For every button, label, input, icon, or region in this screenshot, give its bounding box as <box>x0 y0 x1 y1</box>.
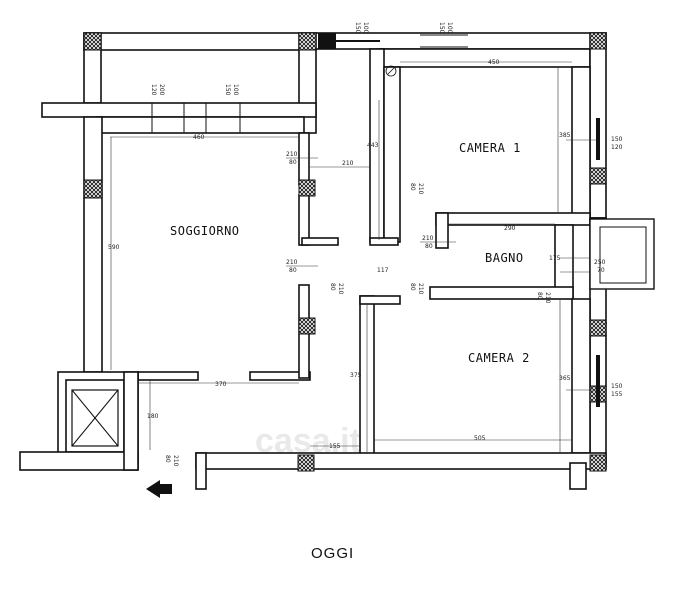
dim-entry-80: 80 <box>164 455 171 463</box>
dim-liv-height: 590 <box>108 244 120 251</box>
wall-bagno-left <box>435 212 449 249</box>
dim-liv-window-200: 200 <box>158 84 165 96</box>
wall-stub-1 <box>301 237 339 246</box>
room-label-camera2: CAMERA 2 <box>468 351 530 365</box>
wall-living-top <box>41 102 317 118</box>
dim-cam2-365: 365 <box>559 375 571 382</box>
dim-liv-window2-100: 100 <box>232 84 239 96</box>
wall-camera2-left-top <box>359 295 401 305</box>
wall-corridor-right <box>383 66 401 243</box>
chimney-block <box>318 33 336 49</box>
room-label-camera1: CAMERA 1 <box>459 141 521 155</box>
wall-bottom-right-step <box>569 462 587 490</box>
wall-camera1-right-inner <box>571 66 591 219</box>
structural-columns <box>83 32 607 472</box>
wall-bottom-left-step <box>195 452 207 490</box>
wall-hall-top-b <box>249 371 311 381</box>
dim-v-210-a: 210 <box>337 283 344 295</box>
dim-cam2-505: 505 <box>474 435 486 442</box>
room-label-bagno: BAGNO <box>485 251 524 265</box>
plan-caption: OGGI <box>311 545 354 562</box>
windows <box>151 34 655 407</box>
dim-v-80-a: 80 <box>329 283 336 291</box>
entry-arrow-icon <box>146 480 172 498</box>
dim-door-210-c: 210 <box>342 160 354 167</box>
dim-top-window2-100: 100 <box>446 22 453 34</box>
dim-top-window-100: 100 <box>362 22 369 34</box>
wall-bagno-top <box>435 212 591 226</box>
elevator-shaft <box>71 389 119 447</box>
dim-v-210-b: 210 <box>417 283 424 295</box>
wall-hall-top <box>137 371 199 381</box>
dim-c-155: 155 <box>329 443 341 450</box>
dim-cam1-win-120: 120 <box>611 144 623 151</box>
dim-top-window2-150: 150 <box>438 22 445 34</box>
dim-corr-443: 443 <box>367 142 379 149</box>
dim-bagno-win-70: 70 <box>597 267 605 274</box>
dim-cam1-door-80: 80 <box>409 183 416 191</box>
dim-liv-window-120: 120 <box>150 84 157 96</box>
dim-v-80-b: 80 <box>409 283 416 291</box>
dim-liv-width: 460 <box>193 134 205 141</box>
wall-camera1-top-inner <box>379 48 591 68</box>
wall-landing <box>19 451 139 471</box>
dim-door-210-a: 210 <box>286 151 298 158</box>
wall-soggiorno-right-a <box>298 132 310 186</box>
dim-cam2-win-150: 150 <box>611 383 623 390</box>
dim-door-80-b: 80 <box>289 267 297 274</box>
wall-stub-2 <box>369 237 399 246</box>
dim-v-210-c: 210 <box>544 292 551 304</box>
door-swing-circle <box>385 65 397 77</box>
dim-entry-210: 210 <box>172 455 179 467</box>
dimension-lines <box>110 61 596 453</box>
dim-cam1-width: 450 <box>488 59 500 66</box>
dim-bagno-door-80: 80 <box>425 243 433 250</box>
dim-hall-180: 180 <box>147 413 159 420</box>
dim-v-80-c: 80 <box>536 292 543 300</box>
dimension-texts: 150 100 150 100 120 200 150 100 450 385 … <box>108 22 623 467</box>
dim-liv-window2-150: 150 <box>224 84 231 96</box>
dim-bagno-175: 175 <box>549 255 561 262</box>
dim-top-window-150: 150 <box>354 22 361 34</box>
dim-bagno-win-250: 250 <box>594 259 606 266</box>
wall-bottom <box>195 452 607 470</box>
wall-living-left <box>83 116 103 373</box>
wall-stair-right <box>123 371 139 471</box>
dim-door-210-b: 210 <box>286 259 298 266</box>
wall-stair-inner <box>65 379 125 453</box>
dim-cam2-win-155: 155 <box>611 391 623 398</box>
dim-bagno-290: 290 <box>504 225 516 232</box>
dim-corr-117: 117 <box>377 267 389 274</box>
dim-cam1-win-150: 150 <box>611 136 623 143</box>
dim-cam1-door-210: 210 <box>417 183 424 195</box>
dim-hall-370: 370 <box>215 381 227 388</box>
dim-bagno-door-210: 210 <box>422 235 434 242</box>
wall-living-top-inner <box>96 116 305 134</box>
dim-door-80-a: 80 <box>289 159 297 166</box>
wall-camera2-right-inner <box>571 298 591 454</box>
wall-bagno-bottom <box>429 286 574 300</box>
room-label-soggiorno: SOGGIORNO <box>170 224 240 238</box>
dim-cam2-375: 375 <box>350 372 362 379</box>
dim-cam1-height: 385 <box>559 132 571 139</box>
wall-top-left <box>83 32 317 51</box>
